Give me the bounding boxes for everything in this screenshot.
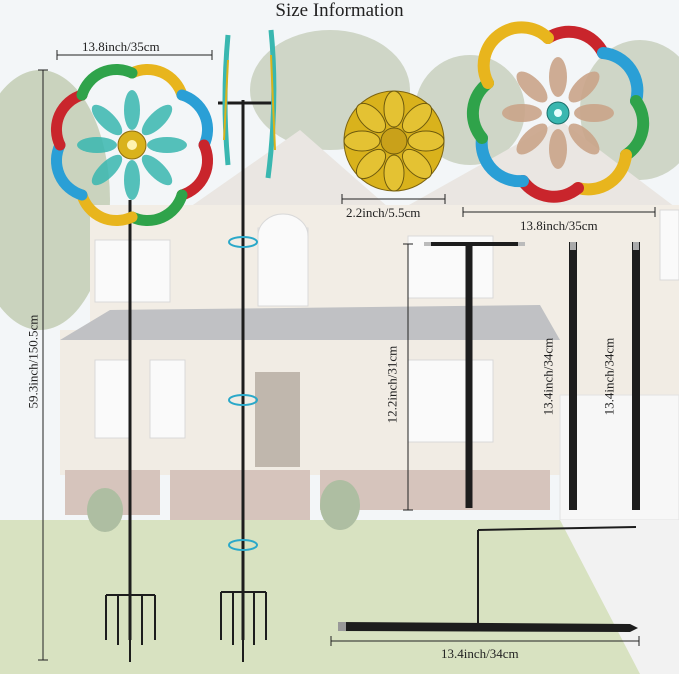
assembled-wind-spinner: [51, 64, 213, 662]
center-disc-dimension-line: [341, 194, 446, 204]
t-bar-pole: [424, 242, 525, 508]
center-disc-label: 2.2inch/5.5cm: [346, 205, 421, 220]
t-bar-height-label: 12.2inch/31cm: [384, 345, 400, 424]
pole-b-length-label: 13.4inch/34cm: [601, 337, 617, 416]
spinner-width-label: 13.8inch/35cm: [82, 39, 160, 54]
page-title: Size Information: [275, 0, 404, 21]
width-dimension-line: [56, 50, 213, 60]
stake-length-label: 13.4inch/34cm: [441, 646, 519, 661]
t-bar-dimension-line: [403, 243, 413, 511]
stake-dimension-line: [330, 636, 640, 646]
spinner-head: [466, 21, 650, 203]
total-height-label: 59.3inch/150.5cm: [25, 314, 41, 409]
side-view-spinner: [218, 29, 277, 662]
spinner-head-dimension-line: [462, 207, 656, 217]
pole-a-length-label: 13.4inch/34cm: [540, 337, 556, 416]
height-dimension-line: [38, 69, 48, 661]
center-disc: [343, 90, 445, 192]
spinner-head-width-label: 13.8inch/35cm: [520, 218, 598, 233]
ground-stake: [338, 526, 638, 632]
